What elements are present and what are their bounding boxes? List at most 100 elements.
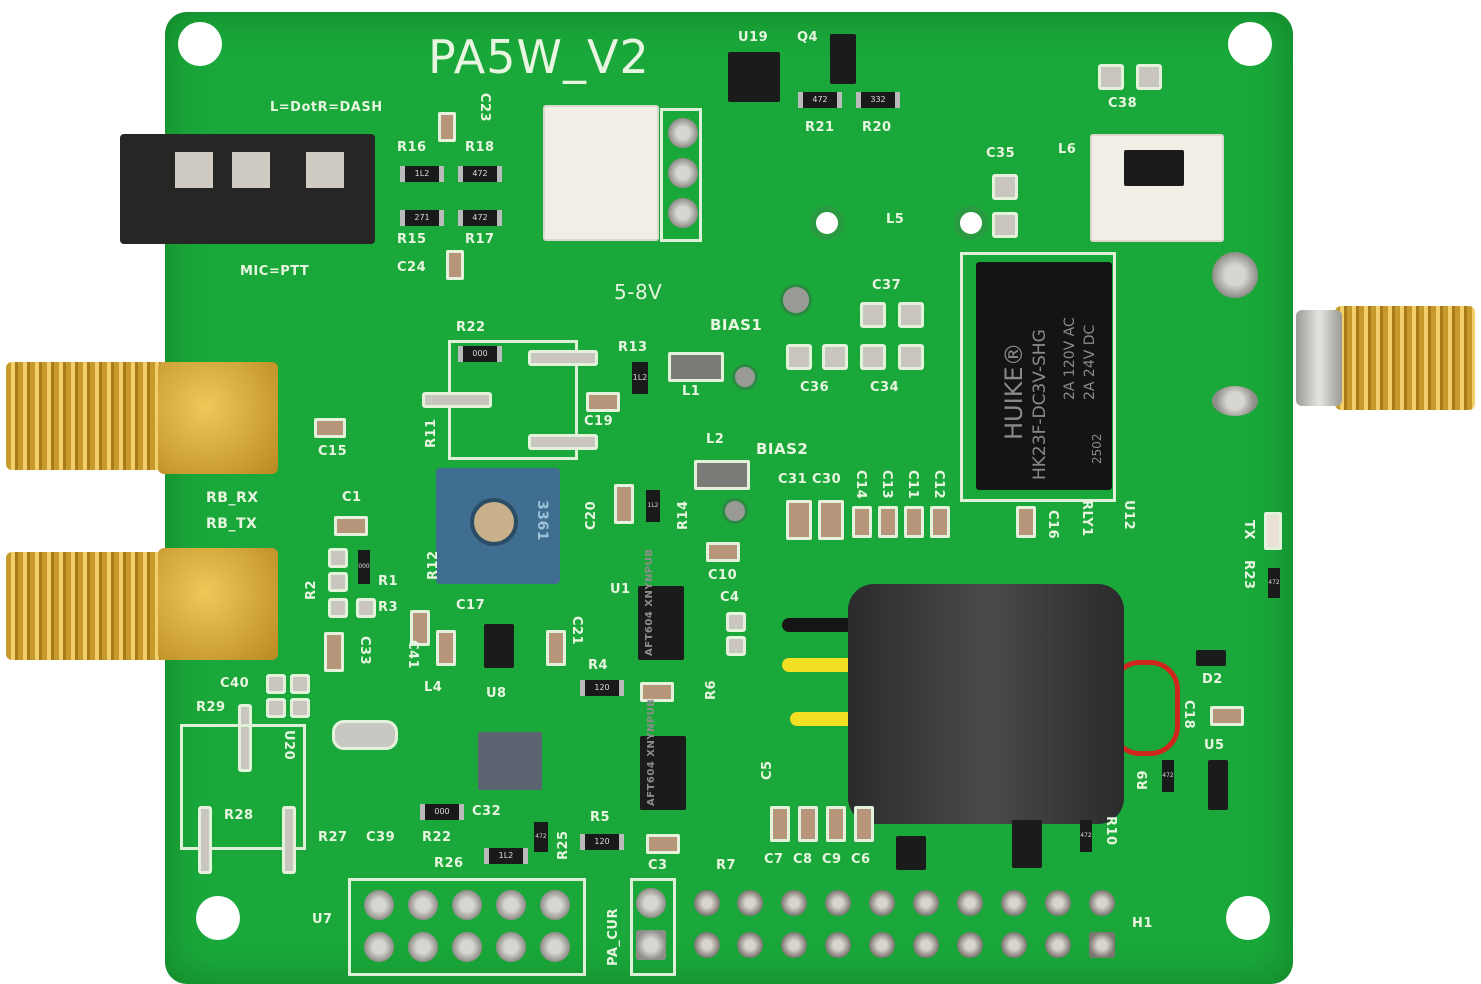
pa-cur-label: PA_CUR (606, 907, 621, 966)
mosfet-u1-marking: AFT604 XNYNPUB (644, 548, 655, 656)
inductor-l1 (668, 352, 724, 382)
sma-pad (1212, 386, 1258, 416)
sma-connector-rx-thread (6, 362, 166, 470)
ic-u8 (484, 624, 514, 668)
header-h1-pin (781, 932, 807, 958)
pa-cur-pin (636, 888, 666, 918)
resistor-r4: 120 (580, 680, 624, 696)
header-h1-pin (781, 890, 807, 916)
capacitor-c12 (930, 506, 950, 538)
pa-cur-header-outline (630, 878, 676, 976)
label-r7: R7 (716, 858, 737, 873)
power-connector (543, 105, 659, 241)
trimpot-marking: 3361 (534, 500, 550, 541)
label-c38: C38 (1108, 96, 1138, 111)
label-c11: C11 (905, 470, 920, 500)
label-q4: Q4 (797, 30, 819, 45)
label-r6: R6 (704, 679, 719, 700)
relay-rating-ac: 2A 120V AC (1062, 317, 1078, 400)
capacitor-c14 (852, 506, 872, 538)
through-hole-pin (668, 158, 698, 188)
header-u7-pin (452, 890, 482, 920)
crystal (332, 720, 398, 750)
jack-pad (232, 152, 270, 188)
label-r9: R9 (1136, 769, 1151, 790)
header-h1-pin (1089, 890, 1115, 916)
header-u7-pin (496, 890, 526, 920)
pad-c37 (898, 302, 924, 328)
label-c40: C40 (220, 676, 250, 691)
label-c8: C8 (793, 852, 813, 867)
trimpot-adjust-screw[interactable] (470, 498, 518, 546)
label-c37: C37 (872, 278, 902, 293)
label-d2: D2 (1202, 672, 1223, 687)
mounting-hole-bottom-left (196, 896, 240, 940)
pad-c35 (992, 174, 1018, 200)
label-r10: R10 (1103, 816, 1118, 846)
resistor-r13: 1L2 (632, 362, 648, 394)
label-c14: C14 (853, 470, 868, 500)
pad-c40 (290, 674, 310, 694)
pad-c36 (786, 344, 812, 370)
header-u7-pin (452, 932, 482, 962)
label-c19: C19 (584, 414, 614, 429)
pad-c38 (1098, 64, 1124, 90)
label-u1: U1 (610, 582, 631, 597)
pad-r2 (328, 572, 348, 592)
label-r27: R27 (318, 830, 348, 845)
label-r28: R28 (224, 808, 254, 823)
label-c20: C20 (584, 500, 599, 530)
label-c3: C3 (648, 858, 668, 873)
label-u5: U5 (1204, 738, 1225, 753)
label-r18: R18 (465, 140, 495, 155)
label-c34: C34 (870, 380, 900, 395)
capacitor-c41 (410, 610, 430, 646)
label-l6: L6 (1058, 142, 1077, 157)
label-c13: C13 (879, 470, 894, 500)
label-r13: R13 (618, 340, 648, 355)
pad-r3 (356, 598, 376, 618)
label-c31: C31 (778, 472, 808, 487)
label-r17: R17 (465, 232, 495, 247)
label-u20: U20 (281, 730, 296, 761)
label-c15: C15 (318, 444, 348, 459)
pad-r3 (328, 598, 348, 618)
pad-c34 (898, 344, 924, 370)
capacitor-c20 (614, 484, 634, 524)
capacitor-c18 (1210, 706, 1244, 726)
label-l1: L1 (682, 384, 701, 399)
resistor-r22-lower: 000 (420, 804, 464, 820)
header-u7-pin (364, 932, 394, 962)
label-r12: R12 (426, 550, 441, 580)
header-h1-pin (825, 890, 851, 916)
resistor-r16: 1L2 (400, 166, 444, 182)
relay-model: HK23F-DC3V-SHG (1030, 329, 1050, 480)
resistor-r25: 472 (534, 822, 548, 852)
header-u7-pin (540, 890, 570, 920)
capacitor-c16 (1016, 506, 1036, 538)
mosfet-u2-marking: AFT604 XNYNPUB (646, 698, 657, 806)
capacitor-c10 (706, 542, 740, 562)
label-r15: R15 (397, 232, 427, 247)
header-h1-pin (1001, 932, 1027, 958)
label-r11: R11 (424, 418, 439, 448)
header-h1-pin (737, 932, 763, 958)
resistor-r10: 472 (1080, 820, 1092, 852)
capacitor-c33 (324, 632, 344, 672)
audio-jack (120, 134, 375, 244)
label-r26: R26 (434, 856, 464, 871)
sma-connector-tx-thread (6, 552, 166, 660)
capacitor-c30 (818, 500, 844, 540)
mounting-hole-top-left (178, 22, 222, 66)
header-h1-pin (913, 890, 939, 916)
pad-c36 (822, 344, 848, 370)
label-l4: L4 (424, 680, 443, 695)
resistor-r20: 332 (856, 92, 900, 108)
test-point (780, 284, 812, 316)
label-c17: C17 (456, 598, 486, 613)
resistor-r1: 000 (358, 550, 370, 584)
header-h1-pin (1001, 890, 1027, 916)
ic (1012, 820, 1042, 868)
header-h1-pin (869, 890, 895, 916)
label-r14: R14 (676, 500, 691, 530)
